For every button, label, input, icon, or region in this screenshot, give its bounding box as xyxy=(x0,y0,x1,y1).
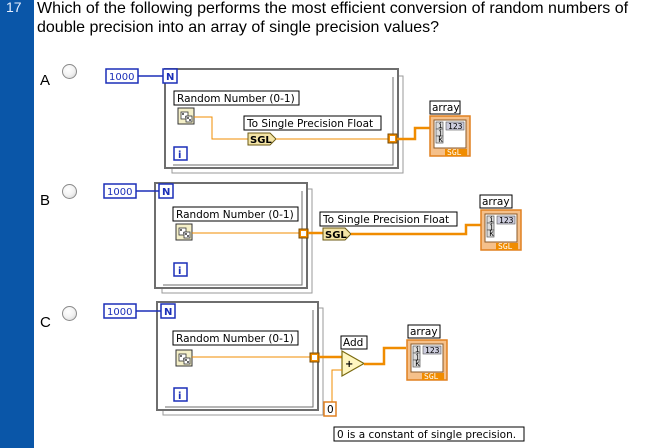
svg-text:Add: Add xyxy=(343,337,363,349)
n-terminal-a xyxy=(162,68,178,84)
diagram-b: 1000 N Random Number (0-1) To Single Pre… xyxy=(103,182,522,294)
svg-text:i: i xyxy=(438,121,443,130)
random-number-label-a xyxy=(173,90,300,106)
svg-text:j: j xyxy=(438,128,443,137)
random-number-label-c xyxy=(172,330,299,346)
diagram-a: 1000 N Random Number (0-1) To Single Pre… xyxy=(105,68,471,174)
to-sgl-label-a xyxy=(243,115,382,131)
array-label-a xyxy=(429,100,461,115)
i-terminal-c xyxy=(173,387,188,402)
svg-text:SGL: SGL xyxy=(498,242,513,251)
add-label xyxy=(340,335,368,350)
n-terminal-c xyxy=(160,303,176,319)
n-terminal-b xyxy=(158,183,174,199)
svg-text:j: j xyxy=(415,352,420,361)
zero-constant xyxy=(323,401,337,417)
svg-text:0 is a constant of single prec: 0 is a constant of single precision. xyxy=(337,429,516,441)
svg-text:SGL: SGL xyxy=(447,148,462,157)
svg-text:SGL: SGL xyxy=(325,230,347,241)
n-terminal-a-text: N xyxy=(166,72,174,83)
random-number-a-text: Random Number (0-1) xyxy=(177,93,295,105)
sgl-conversion-icon: SGL xyxy=(322,227,352,241)
svg-text:0: 0 xyxy=(327,404,334,416)
question-number: 17 xyxy=(6,0,22,15)
svg-text:+: + xyxy=(345,359,353,370)
svg-text:i: i xyxy=(178,266,181,277)
single-precision-note xyxy=(333,426,525,442)
svg-text:123: 123 xyxy=(425,346,440,355)
array-label-b xyxy=(479,194,513,209)
question-text: Which of the following performs the most… xyxy=(37,0,667,37)
svg-text:array: array xyxy=(432,102,460,114)
svg-text:SGL: SGL xyxy=(424,372,439,381)
svg-text:N: N xyxy=(162,187,170,198)
dice-icon xyxy=(175,223,193,241)
svg-text:To Single Precision Float: To Single Precision Float xyxy=(322,214,449,226)
choice-c-radio[interactable] xyxy=(62,306,77,321)
svg-text:array: array xyxy=(482,196,510,208)
array-indicator-b: i j k 123 SGL xyxy=(480,209,522,251)
to-sgl-label-b xyxy=(319,211,458,227)
dice-icon xyxy=(175,349,193,367)
svg-text:123: 123 xyxy=(499,216,514,225)
svg-text:array: array xyxy=(410,326,438,338)
svg-text:1000: 1000 xyxy=(107,307,132,318)
to-sgl-a-text: To Single Precision Float xyxy=(246,118,373,130)
svg-text:i: i xyxy=(489,215,494,224)
choice-a-radio[interactable] xyxy=(62,64,77,79)
svg-text:Random Number (0-1): Random Number (0-1) xyxy=(176,209,294,221)
question-number-bar: 17 xyxy=(0,0,34,448)
svg-text:i: i xyxy=(178,150,181,161)
diagram-c: 1000 N Random Number (0-1) Add + i 0 a xyxy=(103,301,525,442)
svg-text:i: i xyxy=(178,391,181,402)
svg-text:Random Number (0-1): Random Number (0-1) xyxy=(176,333,294,345)
i-terminal-a xyxy=(173,146,188,161)
array-label-c xyxy=(407,324,441,339)
sgl-conversion-icon: SGL xyxy=(247,132,277,146)
svg-text:k: k xyxy=(489,229,494,238)
array-indicator-c: i j k 123 SGL xyxy=(406,339,448,381)
add-function-icon: + xyxy=(341,349,366,378)
array-indicator-a: i j k 123 SGL xyxy=(429,115,471,157)
svg-text:j: j xyxy=(489,222,494,231)
svg-text:SGL: SGL xyxy=(250,135,272,146)
question-text-line-2: double precision into an array of single… xyxy=(37,19,440,36)
choice-b-letter: B xyxy=(40,192,51,209)
choice-a-letter: A xyxy=(40,72,51,89)
choice-b-radio[interactable] xyxy=(62,184,77,199)
dice-icon xyxy=(177,107,195,125)
svg-text:i: i xyxy=(415,345,420,354)
svg-text:k: k xyxy=(415,359,420,368)
count-a-text: 1000 xyxy=(109,72,134,83)
question-text-line-1: Which of the following performs the most… xyxy=(37,0,629,17)
choice-c-letter: C xyxy=(40,314,51,331)
i-terminal-b xyxy=(173,262,188,277)
random-number-label-b xyxy=(172,206,299,222)
svg-text:1000: 1000 xyxy=(107,187,132,198)
svg-text:k: k xyxy=(438,135,443,144)
svg-text:123: 123 xyxy=(448,122,463,131)
svg-text:N: N xyxy=(164,307,172,318)
